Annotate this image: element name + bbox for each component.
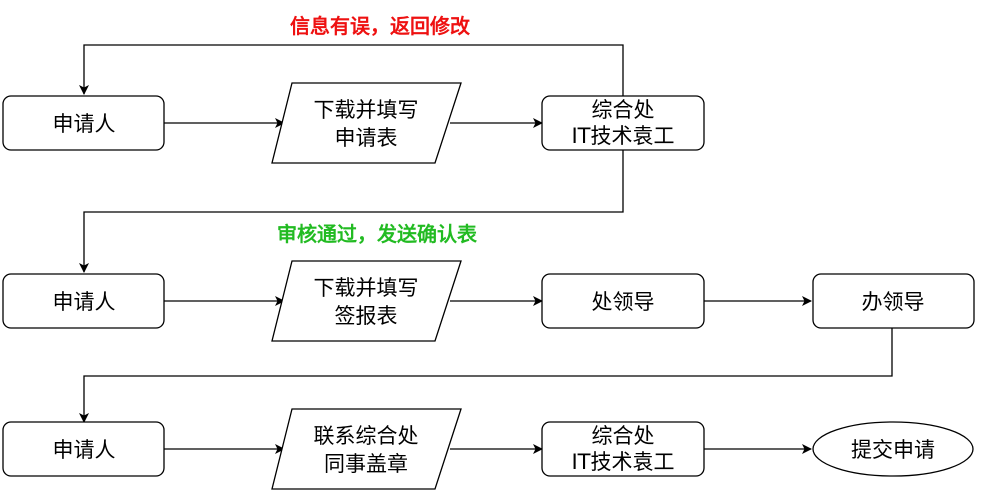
node-label-line2: IT技术袁工	[571, 124, 674, 148]
node-label-line1: 综合处	[592, 424, 655, 448]
node-applicant-row3: 申请人	[2, 421, 165, 477]
node-contact-stamp: 联系综合处 同事盖章	[271, 408, 462, 490]
node-label-line2: IT技术袁工	[571, 450, 674, 474]
node-label-line1: 综合处	[592, 98, 655, 122]
node-label-line2: 申请表	[335, 126, 398, 150]
node-label: 办领导	[862, 290, 925, 314]
node-label: 申请人	[53, 112, 116, 136]
node-office-leader: 办领导	[812, 273, 975, 329]
node-submit-application: 提交申请	[812, 421, 974, 477]
node-label-line1: 下载并填写	[314, 98, 419, 122]
arrow-office-leader-to-applicant	[79, 328, 893, 423]
arrow-approved-send-confirmation	[79, 150, 624, 273]
node-label-line2: 签报表	[335, 304, 398, 328]
node-label: 提交申请	[851, 438, 935, 462]
node-label: 处领导	[592, 290, 655, 314]
node-label-line2: 同事盖章	[324, 452, 408, 476]
label-approved-send-confirmation: 审核通过，发送确认表	[277, 222, 478, 246]
node-dept-leader: 处领导	[541, 273, 705, 329]
node-label: 申请人	[53, 290, 116, 314]
arrow-return-for-correction	[79, 44, 624, 96]
node-label: 申请人	[53, 438, 116, 462]
node-label-line1: 下载并填写	[314, 276, 419, 300]
node-it-reviewer-row1: 综合处 IT技术袁工	[541, 95, 705, 151]
node-label-line1: 联系综合处	[314, 424, 419, 448]
node-applicant-row1: 申请人	[2, 95, 165, 151]
node-report-form: 下载并填写 签报表	[271, 260, 462, 342]
connectors	[79, 44, 893, 454]
node-it-reviewer-row3: 综合处 IT技术袁工	[541, 421, 705, 477]
label-return-for-correction: 信息有误，返回修改	[290, 14, 471, 38]
node-applicant-row2: 申请人	[2, 273, 165, 329]
node-application-form: 下载并填写 申请表	[271, 82, 462, 164]
